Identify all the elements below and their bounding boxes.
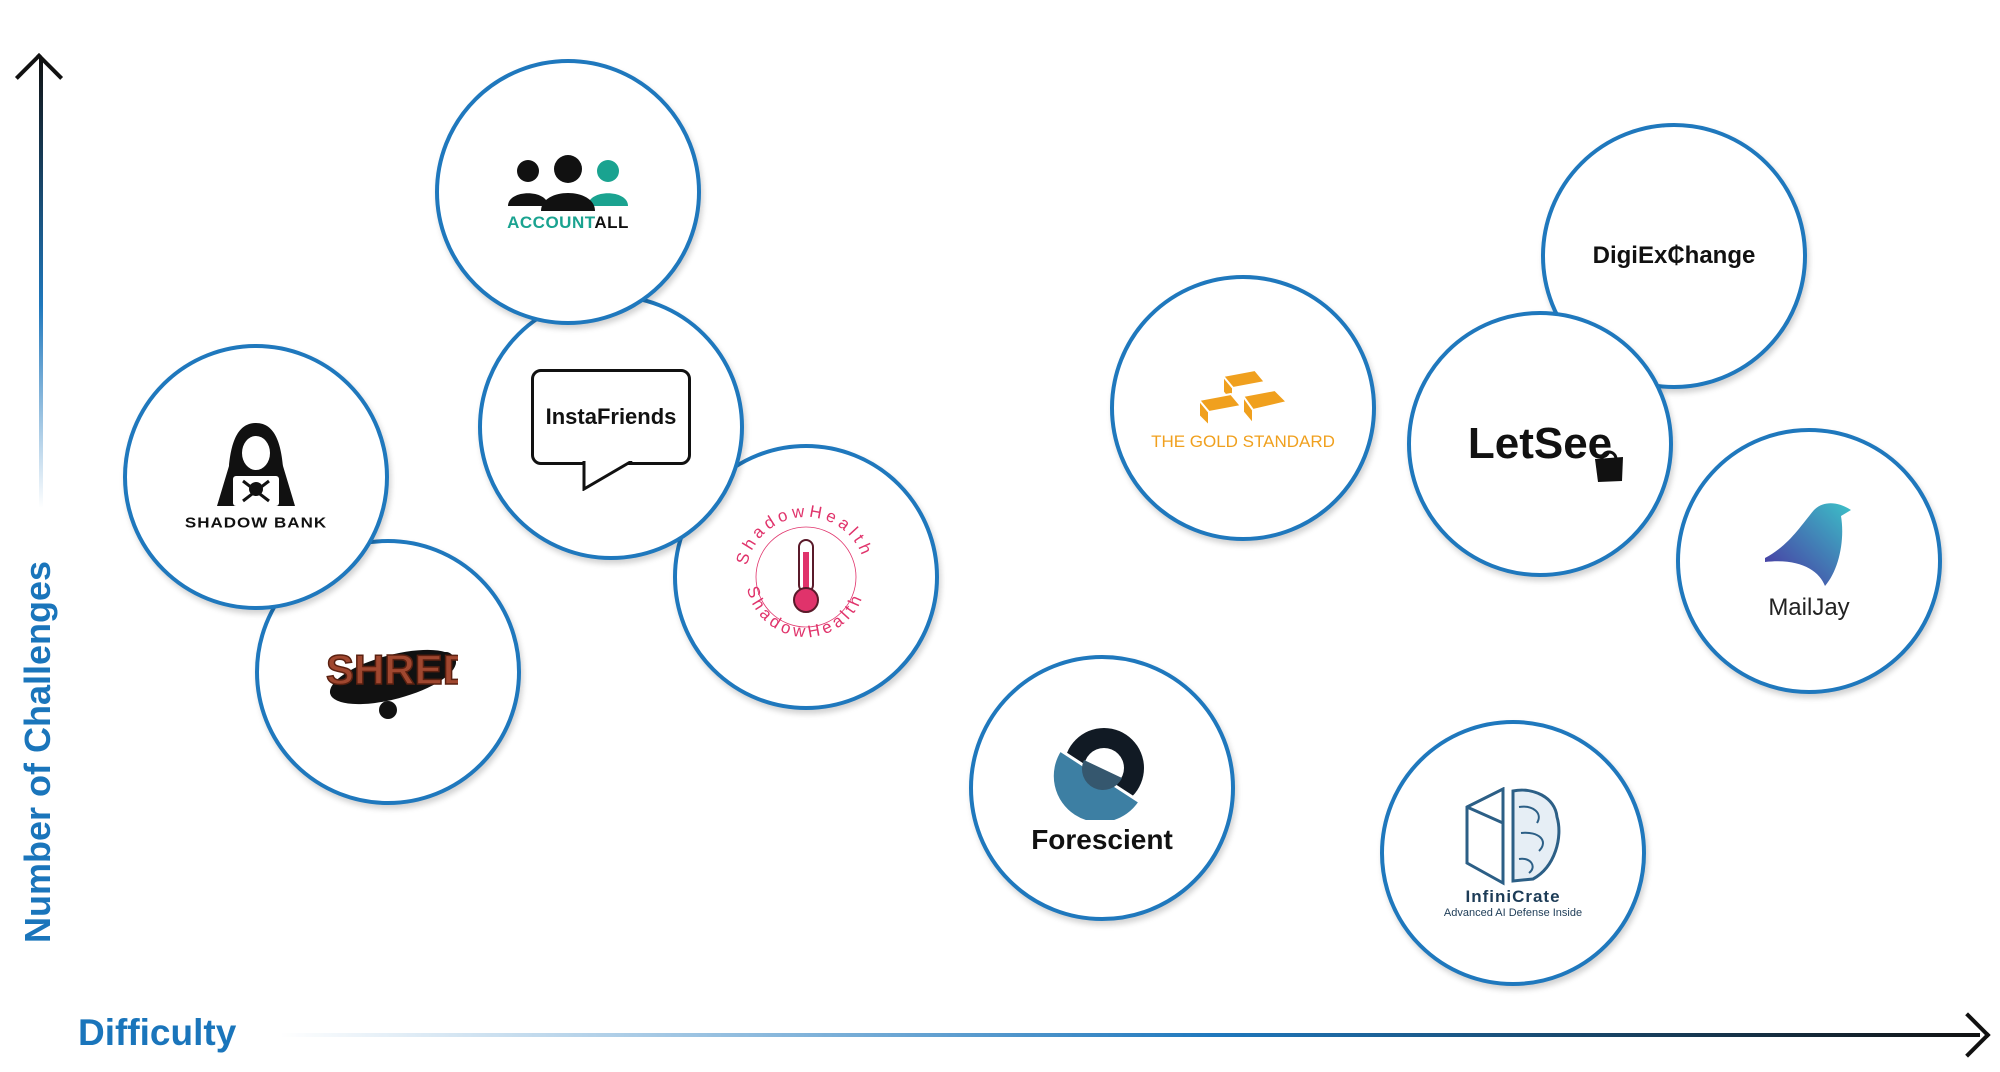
goldstandard-name: THE GOLD STANDARD	[1151, 432, 1335, 451]
infinicrate-tagline: Advanced AI Defense Inside	[1443, 907, 1583, 919]
y-axis-arrow-icon	[14, 52, 64, 102]
instafriends-name: InstaFriends	[545, 404, 677, 429]
shopping-bag-icon	[1595, 450, 1624, 482]
shred-name: SHRED	[326, 646, 458, 693]
infinicrate-name: InfiniCrate	[1465, 887, 1561, 906]
company-infinicrate[interactable]: InfiniCrate Advanced AI Defense Inside	[1380, 720, 1646, 986]
accountall-name-b: ALL	[594, 213, 629, 232]
y-axis-line	[39, 58, 43, 508]
hacker-icon	[217, 423, 295, 506]
company-goldstandard[interactable]: THE GOLD STANDARD	[1110, 275, 1376, 541]
company-forescient[interactable]: Forescient	[969, 655, 1235, 921]
accountall-name-a: ACCOUNT	[507, 213, 595, 232]
gold-bars-icon	[1197, 368, 1289, 428]
digiexchange-name: DigiEx₵hange	[1592, 242, 1756, 269]
company-shred[interactable]: SHRED	[255, 539, 521, 805]
forescient-logo-icon	[1052, 728, 1144, 820]
company-accountall[interactable]: ACCOUNTALL	[435, 59, 701, 325]
people-group-icon	[508, 155, 628, 211]
bird-icon	[1765, 503, 1851, 586]
x-axis-label: Difficulty	[78, 1012, 237, 1053]
forescient-name: Forescient	[1031, 824, 1173, 855]
x-axis-line	[280, 1033, 1980, 1037]
x-axis-arrow-icon	[1945, 1012, 1991, 1058]
crate-brain-icon	[1465, 787, 1561, 886]
shadowhealth-logo: ShadowHealth ShadowHealth	[732, 502, 873, 642]
speech-bubble-icon: InstaFriends	[531, 369, 691, 491]
skateboard-icon: SHRED	[325, 645, 458, 719]
company-shadowbank[interactable]: SHADOW BANK	[123, 344, 389, 610]
company-instafriends[interactable]: InstaFriends	[478, 294, 744, 560]
mailjay-name: MailJay	[1768, 594, 1850, 621]
letsee-name: LetSee	[1467, 419, 1613, 468]
company-mailjay[interactable]: MailJay	[1676, 428, 1942, 694]
shadowbank-name: SHADOW BANK	[184, 514, 328, 531]
y-axis-label: Number of Challenges	[17, 560, 58, 944]
company-letsee[interactable]: LetSee	[1407, 311, 1673, 577]
